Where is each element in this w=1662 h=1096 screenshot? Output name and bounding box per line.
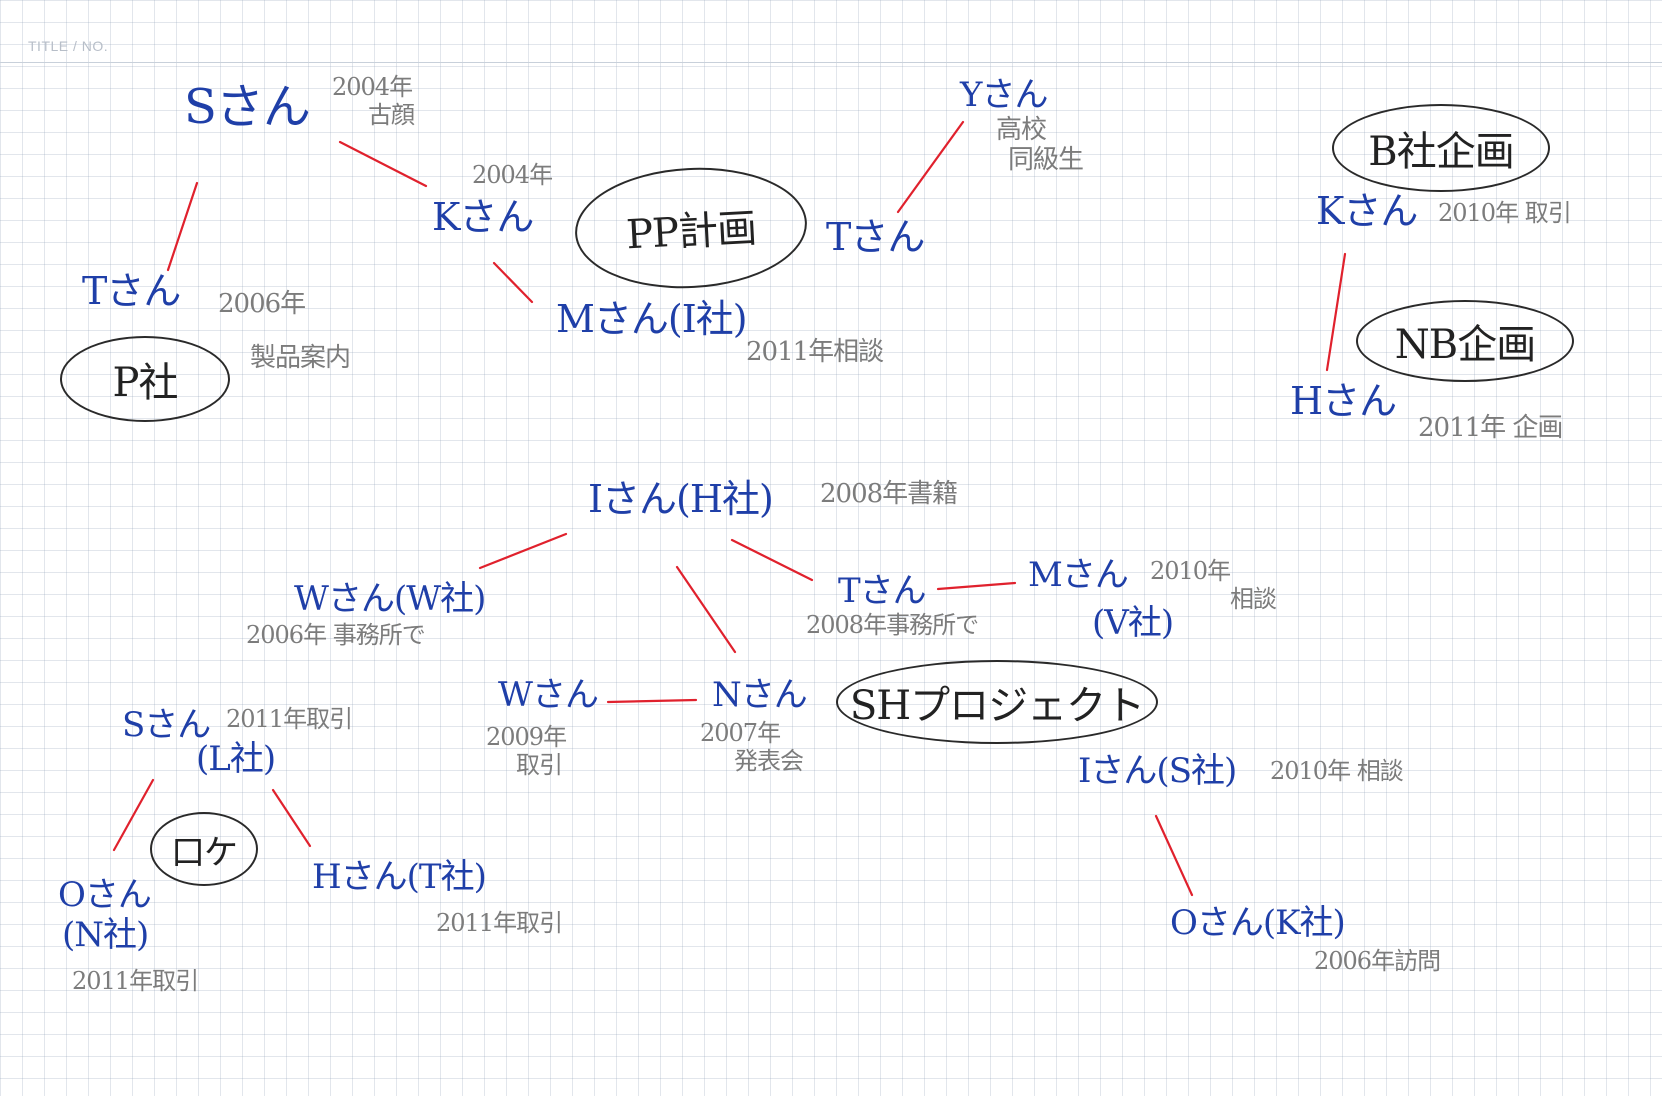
note-m1: 2011年相談 — [746, 337, 884, 368]
person-w2: Wさん — [498, 675, 599, 715]
note-n1-line1: 2007年 — [700, 719, 781, 747]
note-h1-line1: 2011年 企画 — [1418, 413, 1563, 443]
person-t1: Tさん — [82, 269, 181, 313]
note-h2: 2011年取引 — [436, 909, 563, 938]
person-k2: Kさん — [1316, 189, 1418, 233]
person-h1: Hさん — [1290, 379, 1397, 423]
group-nb-plan-label: NB企画 — [1394, 322, 1536, 368]
person-o2: Oさん(K社) — [1170, 903, 1346, 943]
note-k2: 2010年 取引 — [1438, 199, 1572, 228]
note-w1-line1: 2006年 事務所で — [246, 621, 426, 649]
header-rule — [0, 62, 1662, 63]
note-w1: 2006年 事務所で — [246, 621, 426, 650]
note-w2-line2: 取引 — [516, 750, 563, 779]
note-i1-line1: 2008年書籍 — [820, 479, 958, 509]
note-s2: 2011年取引 — [226, 705, 353, 734]
note-t1: 2006年 — [218, 289, 306, 320]
link-s1-k1 — [338, 140, 428, 188]
link-s2-h2 — [271, 788, 312, 848]
person-n1: Nさん — [712, 675, 808, 715]
person-o1: Oさん — [58, 875, 152, 915]
group-b-plan: B社企画 — [1332, 104, 1550, 192]
link-s2-o1 — [112, 778, 155, 852]
person-i1: Iさん(H社) — [588, 477, 774, 521]
person-y1: Yさん — [960, 75, 1048, 115]
note-y1-line1: 高校 — [996, 115, 1047, 145]
person-k1: Kさん — [432, 195, 534, 239]
link-k1-m1 — [492, 261, 534, 304]
person-m2: Mさん — [1028, 555, 1129, 595]
link-i1-w1 — [478, 532, 568, 570]
note-s2-line1: 2011年取引 — [226, 705, 353, 733]
person-m2-company: (V社) — [1092, 603, 1174, 643]
person-t2: Tさん — [826, 215, 925, 259]
note-m2-line1: 2010年 — [1150, 557, 1231, 585]
note-t1-line1: 2006年 — [218, 289, 306, 319]
link-i1-n1 — [675, 565, 737, 654]
note-i2-line1: 2010年 相談 — [1270, 757, 1404, 785]
note-y1-line2: 同級生 — [1008, 144, 1084, 175]
note-n1-line2: 発表会 — [734, 746, 804, 775]
note-s1-line1: 2004年 — [332, 73, 413, 101]
link-i1-t3 — [730, 538, 814, 582]
note-p-company-line1: 製品案内 — [250, 343, 351, 373]
person-h2: Hさん(T社) — [312, 857, 487, 897]
group-pp-plan-label: PP計画 — [625, 205, 758, 259]
link-i2-o2 — [1154, 814, 1194, 897]
note-o2-line1: 2006年訪問 — [1314, 947, 1441, 975]
group-b-plan-label: B社企画 — [1368, 129, 1514, 175]
note-w2: 2009年 取引 — [486, 723, 567, 779]
note-w2-line1: 2009年 — [486, 723, 567, 751]
group-nb-plan: NB企画 — [1356, 300, 1574, 382]
note-m2: 2010年 相談 — [1150, 557, 1277, 613]
group-p-company-label: P社 — [112, 360, 179, 406]
link-k2-h1 — [1325, 252, 1347, 372]
note-s1: 2004年 古顔 — [332, 73, 415, 129]
note-t3-line1: 2008年事務所で — [806, 611, 979, 639]
person-s2-company: (L社) — [196, 739, 276, 779]
note-h1: 2011年 企画 — [1418, 413, 1563, 444]
note-n1: 2007年 発表会 — [700, 719, 804, 775]
person-s2: Sさん — [122, 705, 211, 745]
link-s1-t1 — [166, 181, 199, 272]
note-o1: 2011年取引 — [72, 967, 199, 996]
person-m1: Mさん(I社) — [556, 297, 748, 341]
group-kai: 口ケ — [150, 812, 258, 886]
note-p-company: 製品案内 — [250, 343, 351, 374]
note-k1: 2004年 — [472, 161, 553, 190]
person-t3: Tさん — [838, 571, 927, 611]
note-h2-line1: 2011年取引 — [436, 909, 563, 937]
group-p-company: P社 — [60, 336, 230, 422]
person-w1: Wさん(W社) — [294, 579, 486, 619]
group-sh-project: SHプロジェクト — [836, 660, 1158, 744]
note-m2-line2: 相談 — [1230, 584, 1277, 613]
note-o2: 2006年訪問 — [1314, 947, 1441, 976]
group-sh-project-label: SHプロジェクト — [849, 683, 1145, 729]
note-k2-line1: 2010年 取引 — [1438, 199, 1572, 227]
person-s1: Sさん — [184, 79, 311, 135]
note-i1: 2008年書籍 — [820, 479, 958, 510]
link-t3-m2 — [936, 581, 1017, 591]
note-t3: 2008年事務所で — [806, 611, 979, 640]
title-label: TITLE / NO. — [28, 38, 109, 54]
link-w2-n1 — [606, 698, 698, 704]
note-i2: 2010年 相談 — [1270, 757, 1404, 786]
group-kai-label: 口ケ — [171, 832, 238, 873]
link-y1-t2 — [896, 120, 965, 214]
person-i2: Iさん(S社) — [1078, 751, 1237, 791]
note-m1-line1: 2011年相談 — [746, 337, 884, 367]
note-k1-line1: 2004年 — [472, 161, 553, 189]
person-o1-company: (N社) — [62, 915, 149, 955]
note-s1-line2: 古顔 — [368, 100, 415, 129]
note-o1-line1: 2011年取引 — [72, 967, 199, 995]
note-y1: 高校 同級生 — [996, 115, 1084, 176]
